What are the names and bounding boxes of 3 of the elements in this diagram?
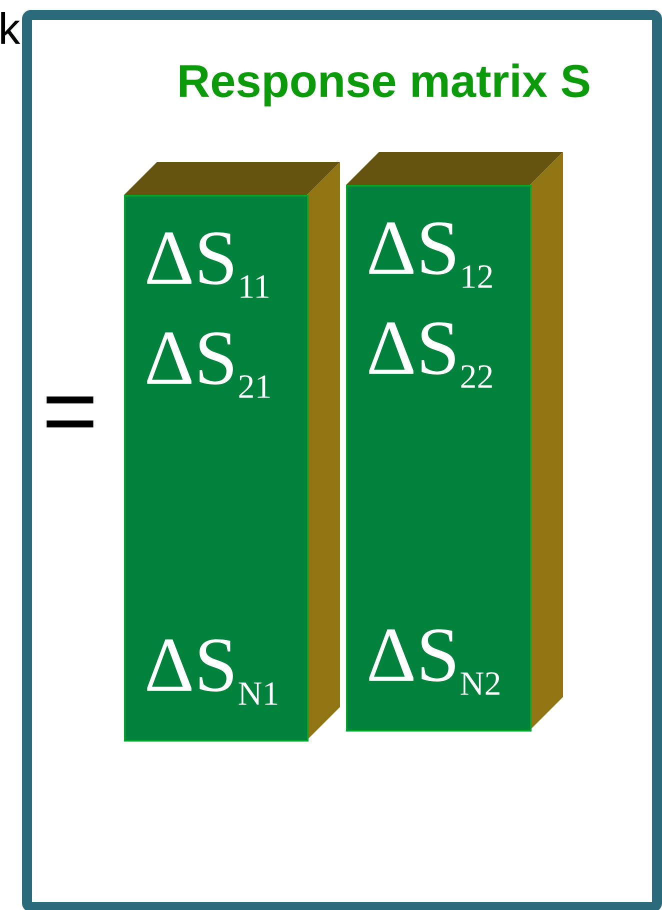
title: Response matrix S [180, 64, 590, 106]
symbol-text: = [46, 396, 94, 428]
symbol-text: k [1, 12, 20, 44]
